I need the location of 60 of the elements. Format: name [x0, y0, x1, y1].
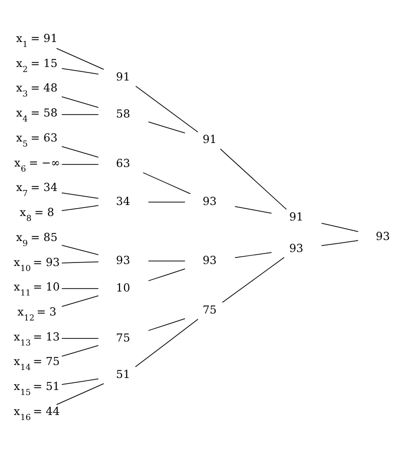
node-text: x$_{2}$ = 15: [16, 56, 58, 74]
connector: [234, 252, 272, 258]
node-text: 93: [116, 254, 130, 267]
connector: [61, 114, 99, 115]
node-text: 63: [116, 157, 130, 170]
connector: [61, 288, 99, 290]
connector: [61, 261, 99, 264]
node-text: 58: [116, 107, 130, 120]
node-text: x$_{9}$ = 85: [16, 230, 58, 248]
node-text: 51: [116, 368, 130, 382]
connector: [61, 68, 99, 74]
connector: [148, 268, 186, 282]
node-text: x$_{14}$ = 75: [14, 355, 60, 372]
node-text: x$_{5}$ = 63: [16, 131, 58, 148]
connector: [61, 244, 99, 256]
connector: [321, 222, 358, 232]
node-text: x$_{12}$ = 3: [17, 305, 56, 322]
node-text: x$_{13}$ = 13: [14, 330, 60, 348]
connector: [148, 122, 186, 134]
connector: [61, 378, 99, 385]
node-text: x$_{6}$ = −∞: [14, 156, 60, 174]
connector: [56, 48, 104, 70]
connector: [148, 260, 186, 262]
node-text: 93: [376, 230, 390, 243]
node-text: 93: [202, 194, 217, 208]
node-text: x$_{16}$ = 44: [14, 404, 60, 422]
connector: [148, 318, 186, 331]
node-text: 75: [116, 331, 130, 344]
node-text: x$_{11}$ = 10: [14, 280, 60, 298]
node-text: 34: [116, 194, 130, 208]
connector: [61, 146, 99, 158]
connector: [61, 295, 99, 307]
node-text: 10: [116, 282, 130, 295]
node-text: x$_{1}$ = 91: [16, 32, 58, 49]
node-text: x$_{3}$ = 48: [16, 82, 58, 99]
node-text: 91: [202, 133, 217, 146]
node-text: 91: [289, 210, 304, 224]
node-text: x$_{7}$ = 34: [16, 181, 58, 198]
connector: [61, 96, 99, 108]
node-text: 75: [202, 304, 217, 317]
node-text: 91: [116, 70, 130, 84]
node-text: 93: [202, 254, 217, 267]
connector: [135, 86, 198, 132]
node-text: x$_{10}$ = 93: [14, 256, 60, 273]
connector: [234, 206, 272, 214]
connector: [56, 383, 104, 406]
connector: [142, 172, 191, 194]
connector: [321, 240, 358, 246]
node-text: x$_{8}$ = 8: [20, 206, 54, 223]
connector: [220, 148, 287, 210]
connector: [61, 192, 99, 199]
connector: [61, 338, 99, 339]
connector: [61, 205, 99, 212]
node-text: x$_{4}$ = 58: [16, 106, 58, 124]
node-text: x$_{15}$ = 51: [14, 380, 60, 398]
connector: [222, 257, 285, 303]
node-text: 93: [289, 242, 304, 255]
connector: [61, 164, 99, 165]
connector: [135, 318, 198, 368]
connector: [61, 345, 99, 357]
